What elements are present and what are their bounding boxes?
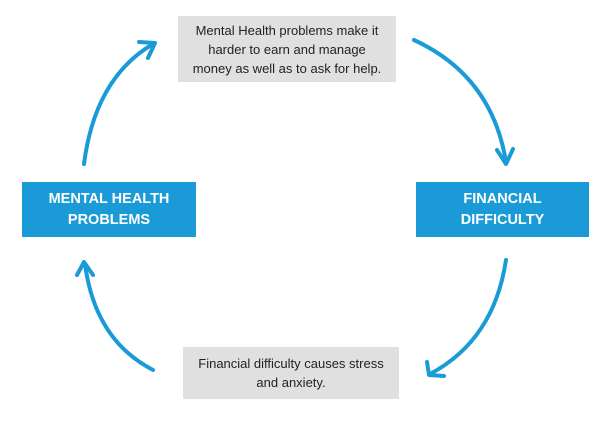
arrow-bottom-to-left xyxy=(83,262,155,372)
arrow-left-to-top-head xyxy=(137,40,157,60)
node-mental-health-label: MENTAL HEALTH PROBLEMS xyxy=(48,190,170,228)
note-top: Mental Health problems make it harder to… xyxy=(178,16,396,82)
note-bottom: Financial difficulty causes stress and a… xyxy=(183,347,399,399)
arrow-right-to-bottom-head xyxy=(425,360,446,378)
note-bottom-text: Financial difficulty causes stress and a… xyxy=(198,356,384,390)
arrow-top-to-right-head xyxy=(495,147,515,166)
arrow-top-to-right xyxy=(412,38,508,164)
arrow-left-to-top xyxy=(82,42,155,166)
node-financial-label: FINANCIAL DIFFICULTY xyxy=(460,190,545,228)
note-top-text: Mental Health problems make it harder to… xyxy=(192,22,382,76)
arrow-right-to-bottom xyxy=(428,258,508,376)
node-mental-health-problems: MENTAL HEALTH PROBLEMS xyxy=(22,182,196,237)
node-financial-difficulty: FINANCIAL DIFFICULTY xyxy=(416,182,589,237)
arrow-bottom-to-left-head xyxy=(75,260,95,277)
